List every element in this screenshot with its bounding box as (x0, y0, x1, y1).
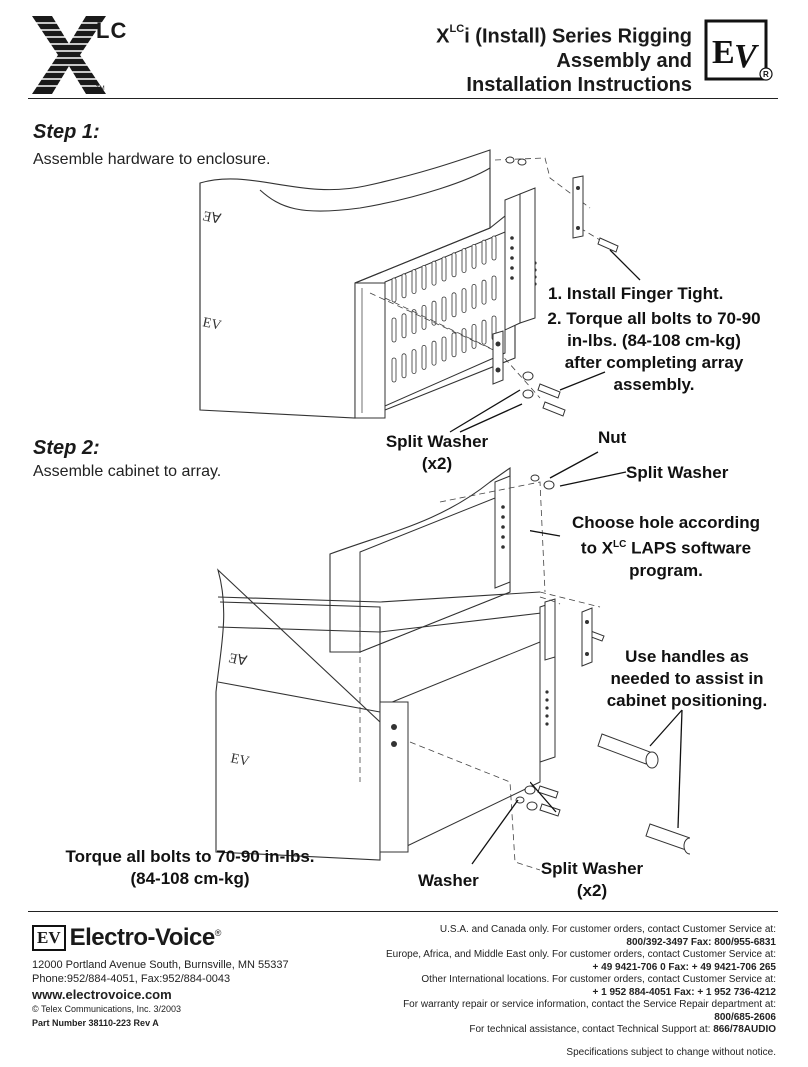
vent-slot (451, 332, 457, 358)
vent-slot (481, 239, 487, 265)
step1-split-washer-leaders (449, 389, 523, 433)
step1-callout-finger-tight: 1. Install Finger Tight. (548, 284, 724, 303)
vent-slot (471, 244, 477, 269)
step1-leader-lines (559, 249, 641, 391)
vent-slot (431, 300, 437, 326)
vent-slot (411, 349, 417, 375)
vent-slot (431, 340, 437, 366)
footer-phone: Phone:952/884-4051, Fax:952/884-0043 (32, 973, 231, 985)
svg-text:E: E (712, 34, 735, 71)
footer-divider (28, 911, 778, 912)
vent-slot (411, 309, 417, 335)
vent-slot (421, 344, 427, 370)
vent-slot (401, 313, 407, 339)
vent-slot (491, 275, 497, 301)
vent-slot (461, 328, 467, 354)
xlc-logo-x-icon (30, 16, 108, 94)
ev-logo-icon: E V R (704, 19, 773, 81)
vent-slot (431, 260, 437, 286)
vent-slot (391, 357, 397, 383)
step2-torque-label: Torque all bolts to 70-90 in-lbs. (84-10… (65, 847, 315, 888)
step2-washer-leader (471, 799, 519, 865)
step2-leader-lines (530, 451, 683, 829)
vent-slot (471, 323, 477, 349)
step2-split-washer-label: Split Washer (626, 463, 729, 482)
step1-split-washer-label: Split Washer (x2) (385, 432, 489, 473)
step2-washer-label: Washer (418, 871, 479, 890)
vent-slot (391, 277, 397, 303)
vent-slot (391, 317, 397, 343)
vent-slot (401, 353, 407, 379)
step1-enclosure-diagram: Ǝ∀ EV (199, 149, 619, 419)
svg-text:Ǝ∀: Ǝ∀ (201, 209, 222, 228)
vent-slot (451, 292, 457, 318)
footer-contact-block: 12000 Portland Avenue South, Burnsville,… (32, 958, 332, 1030)
svg-text:EV: EV (201, 315, 222, 334)
footer-brand-reg: ® (214, 928, 222, 938)
step1-heading: Step 1: (33, 121, 100, 143)
svg-text:V: V (734, 38, 759, 75)
footer-service-info: U.S.A. and Canada only. For customer ord… (386, 924, 776, 1058)
vent-slot (441, 256, 447, 282)
vent-slot (441, 336, 447, 362)
footer-website[interactable]: www.electrovoice.com (32, 987, 172, 1002)
footer-part-number: Part Number 38110-223 Rev A (32, 1018, 159, 1028)
step2-array-diagram: Ǝ∀ EV (215, 466, 690, 871)
svg-text:Ǝ∀: Ǝ∀ (227, 651, 248, 670)
step2-split-washer2-label: Split Washer (x2) (540, 859, 644, 900)
footer-address: 12000 Portland Avenue South, Burnsville,… (32, 959, 289, 971)
document-title: XLCi (Install) Series Rigging Assembly a… (436, 23, 692, 96)
footer-brand-name: Electro-Voice (69, 924, 216, 951)
svg-text:R: R (763, 70, 769, 79)
vent-slot (461, 288, 467, 314)
vent-slot (401, 273, 407, 299)
xlc-logo-tm: TM (96, 86, 105, 92)
vent-slot (451, 252, 457, 278)
xlc-logo-lc-text: LC (96, 18, 128, 43)
vent-slot (481, 279, 487, 305)
header-divider (28, 98, 778, 99)
vent-slot (481, 319, 487, 345)
step2-subtitle: Assemble cabinet to array. (33, 463, 222, 480)
vent-slot (421, 265, 427, 290)
vent-slot (471, 283, 477, 309)
step2-heading: Step 2: (33, 437, 100, 459)
step1-callout-torque: 2. Torque all bolts to 70-90 in-lbs. (84… (547, 309, 761, 394)
footer-copyright: © Telex Communications, Inc. 3/2003 (32, 1004, 182, 1014)
footer-ev-icon: EV (32, 925, 66, 951)
footer-ev-brand: EV Electro-Voice ® (32, 924, 221, 952)
step2-handles-label: Use handles as needed to assist in cabin… (606, 647, 768, 710)
vent-slot (441, 296, 447, 322)
vent-slot (461, 248, 467, 273)
vent-slot (411, 269, 417, 294)
step1-subtitle: Assemble hardware to enclosure. (33, 151, 271, 168)
step2-choose-hole-label: Choose hole according to XLC LAPS softwa… (572, 513, 760, 580)
vent-slot (491, 235, 497, 261)
svg-text:EV: EV (229, 751, 250, 770)
step2-nut-label: Nut (598, 428, 627, 447)
